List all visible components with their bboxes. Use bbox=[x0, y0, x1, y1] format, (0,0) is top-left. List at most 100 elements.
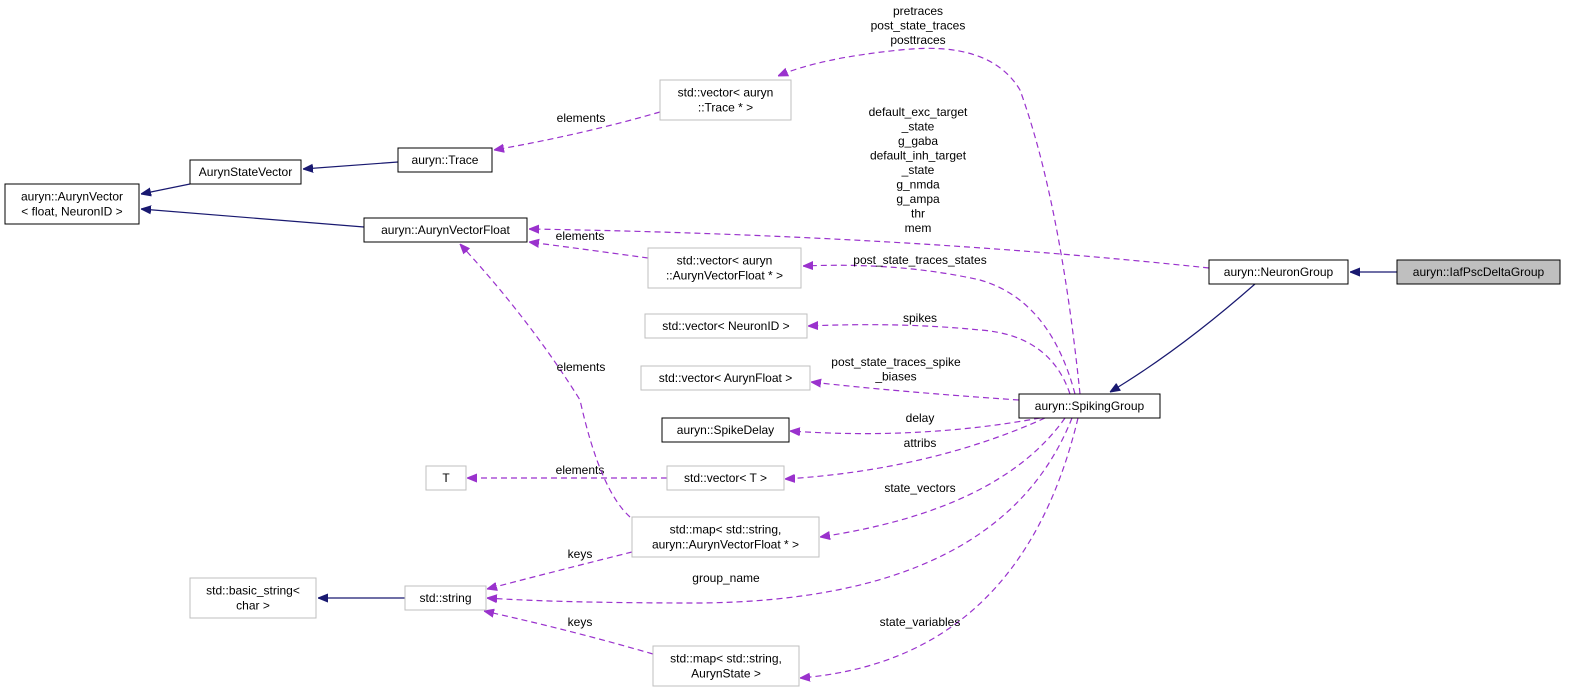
edge-inh-statevector-aurynvector bbox=[141, 183, 191, 194]
usage-arrow bbox=[487, 417, 1073, 604]
edge-label: default_inh_target bbox=[870, 149, 967, 163]
node-label: auryn::Trace bbox=[412, 153, 479, 167]
node-box bbox=[404, 585, 487, 611]
usage-arrow bbox=[460, 244, 631, 518]
edge-label: _biases bbox=[874, 370, 916, 384]
inheritance-arrow bbox=[141, 183, 191, 194]
edge-label: posttraces bbox=[890, 33, 945, 47]
edge-use-spiking-spikedelay: delay bbox=[790, 411, 1041, 434]
usage-arrow bbox=[785, 417, 1046, 479]
node-box bbox=[4, 183, 140, 225]
node-string[interactable]: std::string bbox=[404, 585, 487, 611]
edge-label: elements bbox=[556, 463, 605, 477]
node-trace[interactable]: auryn::Trace bbox=[397, 147, 493, 173]
node-vector-aurynvectorfloat[interactable]: std::vector< auryn::AurynVectorFloat * > bbox=[647, 247, 802, 289]
node-spikedelay[interactable]: auryn::SpikeDelay bbox=[661, 417, 790, 443]
edge-use-spiking-vectort: attribs bbox=[785, 417, 1046, 479]
edge-label: post_state_traces_states bbox=[853, 253, 986, 267]
edge-label: g_ampa bbox=[896, 192, 940, 206]
node-label: auryn::IafPscDeltaGroup bbox=[1413, 265, 1545, 279]
inheritance-arrow bbox=[1110, 283, 1256, 392]
node-aurynvector[interactable]: auryn::AurynVector< float, NeuronID > bbox=[4, 183, 140, 225]
usage-arrow bbox=[494, 111, 661, 150]
edge-use-vectortrace-trace: elements bbox=[494, 111, 661, 150]
edge-use-mapstate-string: keys bbox=[484, 611, 654, 655]
node-box bbox=[644, 313, 808, 339]
edge-label: g_gaba bbox=[898, 134, 938, 148]
edge-use-mapvf-vectorfloat: elements bbox=[460, 244, 631, 518]
node-basic-string[interactable]: std::basic_string<char > bbox=[189, 577, 317, 619]
node-box bbox=[631, 516, 820, 558]
node-label: AurynState > bbox=[691, 667, 761, 681]
node-label: std::vector< NeuronID > bbox=[662, 319, 789, 333]
node-vector-aurynfloat[interactable]: std::vector< AurynFloat > bbox=[640, 365, 811, 391]
edge-label: _state bbox=[901, 120, 935, 134]
edge-use-spiking-vectoraurynfloat: post_state_traces_spike_biases bbox=[811, 355, 1020, 401]
node-map-string-aurynstate[interactable]: std::map< std::string,AurynState > bbox=[652, 645, 800, 687]
edge-inh-trace-statevector bbox=[303, 161, 399, 169]
edge-label: post_state_traces bbox=[871, 19, 966, 33]
edge-layer: default_exc_target_stateg_gabadefault_in… bbox=[141, 4, 1397, 678]
node-label: std::map< std::string, bbox=[670, 652, 782, 666]
edge-label: attribs bbox=[904, 436, 937, 450]
usage-arrow bbox=[778, 47, 1081, 395]
node-box bbox=[189, 159, 302, 185]
node-label: auryn::AurynVectorFloat bbox=[381, 223, 510, 237]
edge-inh-vectorfloat-aurynvector bbox=[141, 209, 365, 228]
node-t[interactable]: T bbox=[425, 465, 467, 491]
usage-arrow bbox=[820, 417, 1066, 537]
edge-label: _state bbox=[901, 163, 935, 177]
inheritance-arrow bbox=[303, 161, 399, 169]
edge-label: delay bbox=[906, 411, 935, 425]
node-box bbox=[647, 247, 802, 289]
edge-use-neurongroup-vectorfloat: default_exc_target_stateg_gabadefault_in… bbox=[529, 105, 1210, 269]
usage-arrow bbox=[803, 265, 1076, 395]
node-vector-trace[interactable]: std::vector< auryn::Trace * > bbox=[659, 79, 792, 121]
edge-use-spiking-mapstate: state_variables bbox=[800, 417, 1079, 678]
node-aurynstatevector[interactable]: AurynStateVector bbox=[189, 159, 302, 185]
node-label: auryn::AurynVector bbox=[21, 190, 123, 204]
node-box bbox=[659, 79, 792, 121]
node-label: < float, NeuronID > bbox=[21, 205, 122, 219]
node-aurynvectorfloat[interactable]: auryn::AurynVectorFloat bbox=[363, 217, 528, 243]
node-label: auryn::AurynVectorFloat * > bbox=[652, 538, 799, 552]
node-vector-neuronid[interactable]: std::vector< NeuronID > bbox=[644, 313, 808, 339]
node-label: std::basic_string< bbox=[206, 584, 300, 598]
node-spikinggroup[interactable]: auryn::SpikingGroup bbox=[1018, 393, 1161, 419]
usage-arrow bbox=[811, 382, 1020, 401]
node-label: auryn::SpikingGroup bbox=[1035, 399, 1145, 413]
node-label: std::vector< auryn bbox=[678, 86, 774, 100]
edge-label: elements bbox=[556, 229, 605, 243]
node-neurongroup[interactable]: auryn::NeuronGroup bbox=[1208, 259, 1349, 285]
node-box bbox=[666, 465, 785, 491]
node-box bbox=[363, 217, 528, 243]
edge-label: group_name bbox=[692, 571, 760, 585]
node-map-string-aurynvectorfloat[interactable]: std::map< std::string,auryn::AurynVector… bbox=[631, 516, 820, 558]
node-layer: auryn::IafPscDeltaGroup auryn::NeuronGrou… bbox=[4, 79, 1561, 687]
edge-use-vectort-t: elements bbox=[467, 463, 667, 478]
edge-label: thr bbox=[911, 207, 925, 221]
edge-label: spikes bbox=[903, 311, 937, 325]
edge-label: pretraces bbox=[893, 4, 943, 18]
node-label: auryn::NeuronGroup bbox=[1224, 265, 1334, 279]
edge-label: state_vectors bbox=[884, 481, 955, 495]
node-label: std::map< std::string, bbox=[670, 523, 782, 537]
node-label: T bbox=[442, 471, 450, 485]
node-iafpscdeltagroup[interactable]: auryn::IafPscDeltaGroup bbox=[1396, 259, 1561, 285]
node-label: ::Trace * > bbox=[698, 101, 753, 115]
usage-arrow bbox=[790, 417, 1041, 434]
edge-label: default_exc_target bbox=[869, 105, 968, 119]
edge-label: post_state_traces_spike bbox=[831, 355, 961, 369]
node-box bbox=[640, 365, 811, 391]
edge-use-spiking-vectorneuronid: spikes bbox=[808, 311, 1071, 395]
edge-label: g_nmda bbox=[896, 178, 940, 192]
edge-use-spiking-string: group_name bbox=[487, 417, 1073, 604]
node-box bbox=[652, 645, 800, 687]
usage-arrow bbox=[800, 417, 1079, 678]
node-box bbox=[1208, 259, 1349, 285]
node-label: auryn::SpikeDelay bbox=[677, 423, 774, 437]
node-vector-t[interactable]: std::vector< T > bbox=[666, 465, 785, 491]
edge-label: keys bbox=[568, 615, 593, 629]
